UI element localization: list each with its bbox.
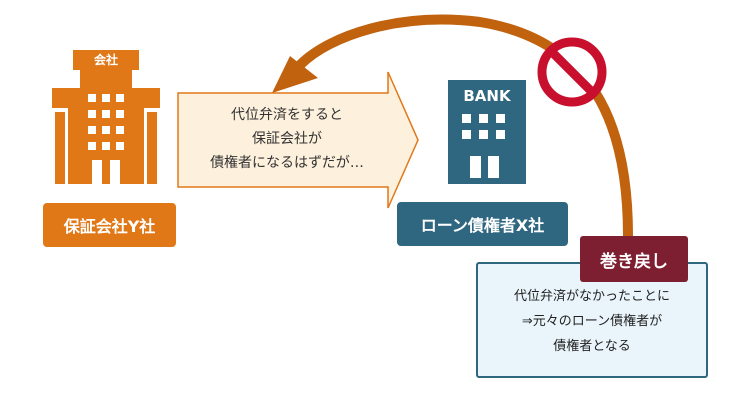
note-line: 債権者となる [553,339,631,354]
subrogation-arrow-text: 代位弁済をすると 保証会社が 債権者になるはずだが… [182,103,392,187]
subrogation-arrow [177,71,419,209]
company-building-sign: 会社 [93,53,118,67]
bank-building-sign: BANK [463,87,511,105]
curved-return-arrow [296,14,633,237]
rollback-note-text: 代位弁済がなかったことに ⇒元々のローン債権者が 債権者となる [476,284,708,359]
creditor-label: ローン債権者X社 [397,202,568,246]
curved-return-arrowhead [272,56,318,93]
arrow-text-line: 債権者になるはずだが… [210,155,364,171]
prohibition-icon [537,37,607,107]
rollback-badge: 巻き戻し [580,236,688,282]
note-line: ⇒元々のローン債権者が [521,314,663,329]
bank-building-icon [448,80,526,184]
arrow-text-line: 代位弁済をすると [231,107,343,123]
guarantor-label: 保証会社Y社 [43,203,176,247]
company-building-icon [52,50,160,184]
arrow-text-line: 保証会社が [252,131,322,147]
note-line: 代位弁済がなかったことに [513,289,670,304]
